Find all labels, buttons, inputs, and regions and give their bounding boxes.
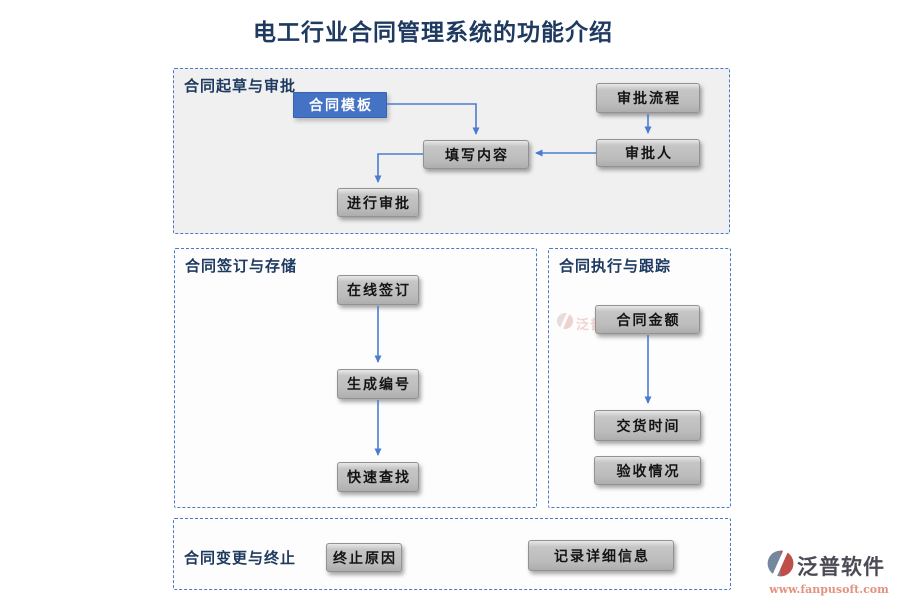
page-title: 电工行业合同管理系统的功能介绍: [253, 19, 613, 46]
section-label: 合同执行与跟踪: [559, 258, 672, 275]
section-label: 合同起草与审批: [184, 78, 297, 95]
node-record-details: 记录详细信息: [528, 540, 674, 571]
node-quick-search: 快速查找: [337, 462, 419, 492]
node-generate-number: 生成编号: [337, 369, 419, 399]
node-do-approval: 进行审批: [337, 188, 419, 217]
node-approver: 审批人: [596, 139, 700, 167]
node-fill-content: 填写内容: [423, 140, 529, 169]
brand-logo: 泛普软件 www.fanpusoft.com: [766, 547, 892, 596]
brand-logo-url: www.fanpusoft.com: [769, 583, 889, 596]
section-label: 合同签订与存储: [185, 258, 298, 275]
section-label: 合同变更与终止: [184, 550, 297, 567]
node-online-sign: 在线签订: [337, 275, 419, 305]
brand-logo-text: 泛普软件: [797, 556, 885, 579]
node-termination-reason: 终止原因: [326, 543, 402, 572]
node-delivery-time: 交货时间: [594, 410, 701, 441]
brand-logo-mark-icon: [766, 547, 795, 583]
node-acceptance-status: 验收情况: [594, 456, 701, 485]
node-contract-template: 合同模板: [293, 92, 387, 118]
node-approval-flow: 审批流程: [596, 83, 700, 113]
node-contract-amount: 合同金额: [595, 305, 700, 334]
